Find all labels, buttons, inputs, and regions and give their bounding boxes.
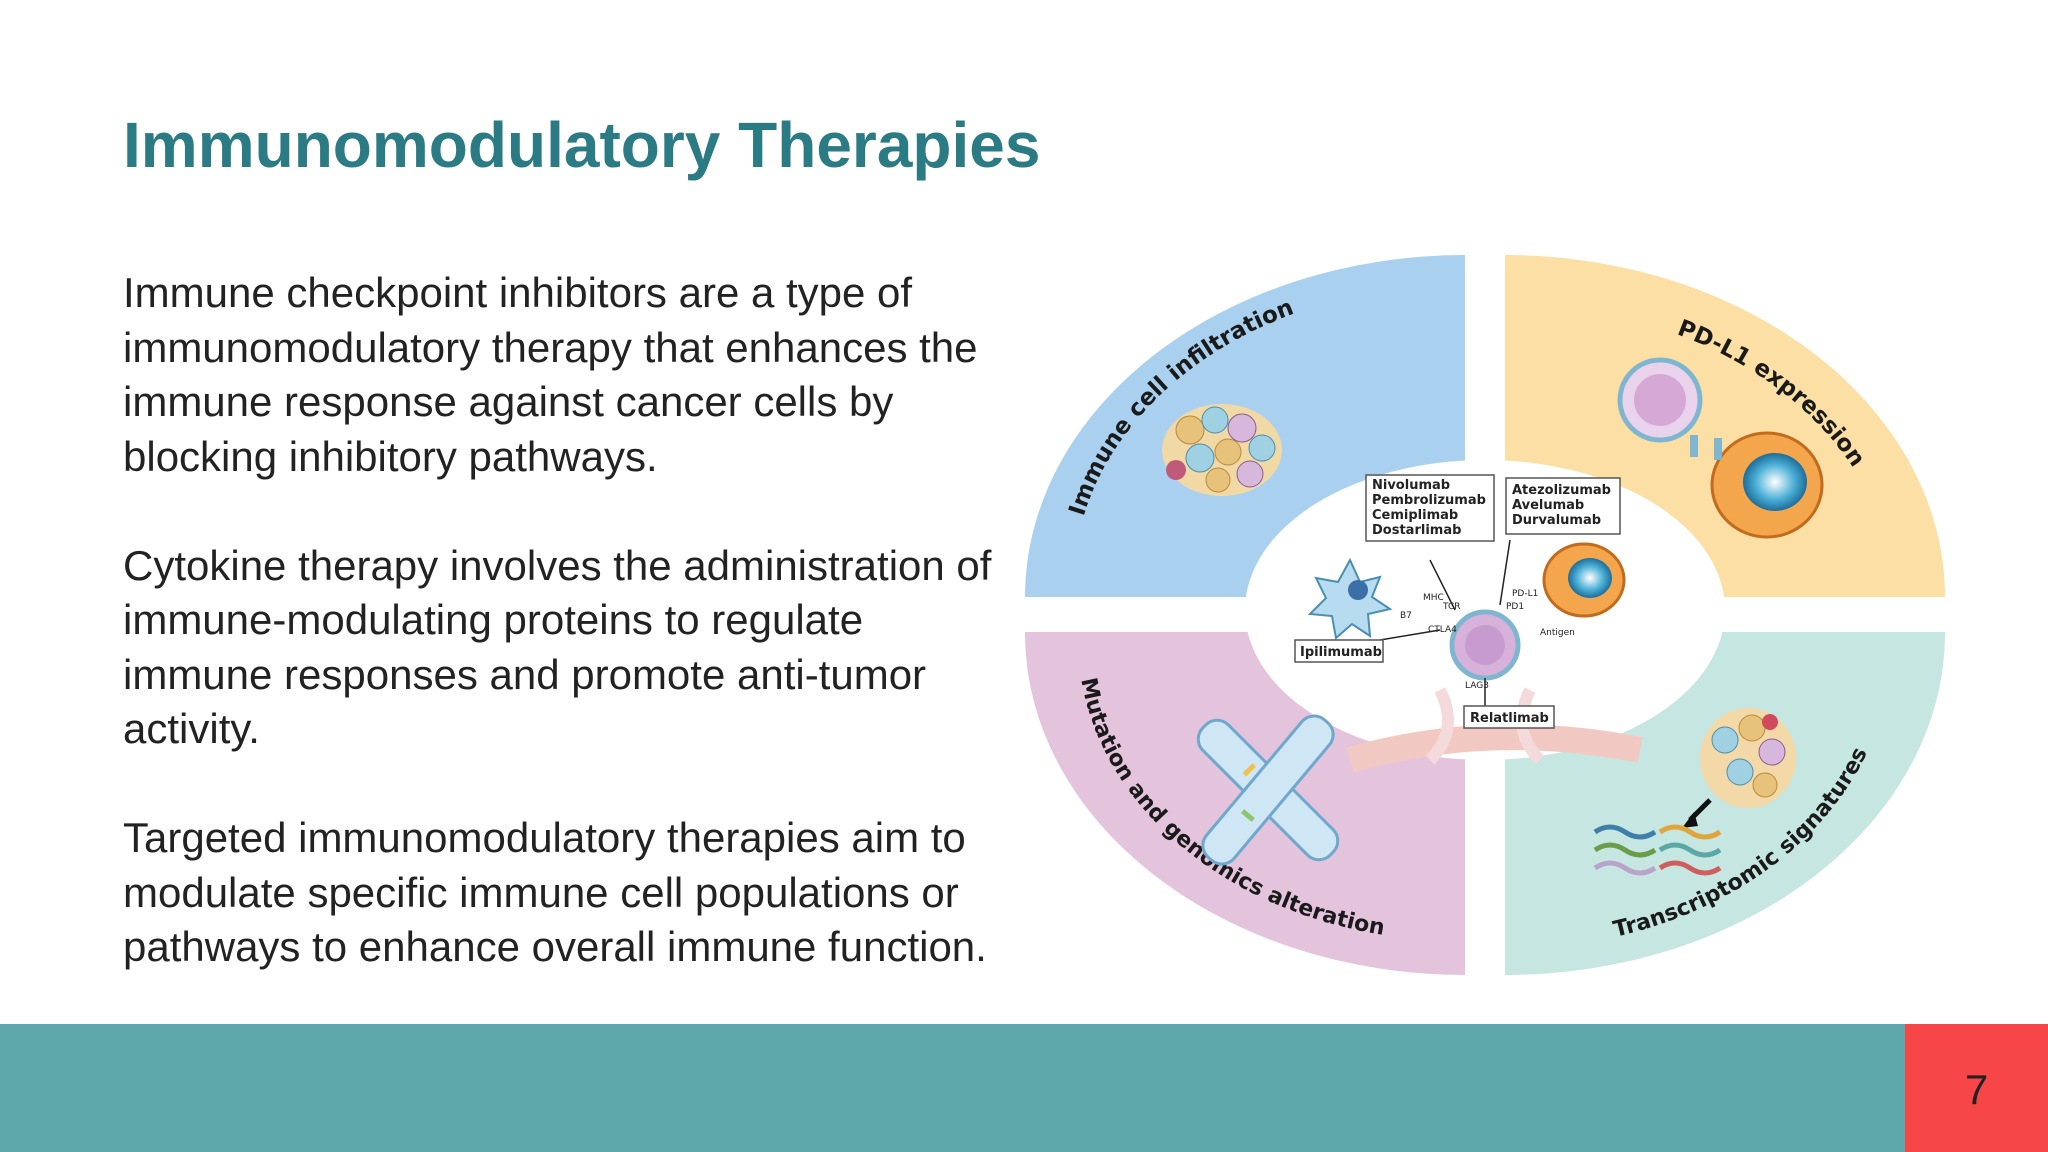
label-mhc: MHC	[1423, 593, 1444, 603]
drug-durvalumab: Durvalumab	[1512, 513, 1601, 528]
drug-box-pd1-inhibitors: Nivolumab Pembrolizumab Cemiplimab Dosta…	[1365, 474, 1495, 542]
drug-ipilimumab: Ipilimumab	[1300, 645, 1382, 660]
paragraph-cytokine-therapy: Cytokine therapy involves the administra…	[123, 541, 992, 753]
footer-bar	[0, 1024, 1905, 1152]
drug-box-relatlimab: Relatlimab	[1463, 705, 1555, 729]
drug-pembrolizumab: Pembrolizumab	[1372, 493, 1486, 508]
drug-box-ipilimumab: Ipilimumab	[1294, 639, 1384, 663]
drug-relatlimab: Relatlimab	[1470, 711, 1549, 726]
drug-atezolizumab: Atezolizumab	[1512, 483, 1611, 498]
label-pdl1: PD-L1	[1512, 589, 1538, 599]
body-text: Immune checkpoint inhibitors are a type …	[123, 266, 1023, 1029]
immune-cell-cluster-icon	[1162, 404, 1282, 496]
drug-nivolumab: Nivolumab	[1372, 478, 1450, 493]
page-number-box: 7	[1905, 1024, 2048, 1152]
immunotherapy-biomarker-diagram: Immune cell infiltration PD-L1 expressio…	[1024, 255, 1946, 976]
paragraph-checkpoint-inhibitors: Immune checkpoint inhibitors are a type …	[123, 269, 978, 480]
drug-box-pd-l1-inhibitors: Atezolizumab Avelumab Durvalumab	[1505, 477, 1621, 535]
page-number: 7	[1964, 1066, 1989, 1113]
label-lag3: LAG3	[1465, 681, 1489, 691]
pd-l1-cells-icon	[1617, 357, 1824, 539]
label-tcr: TCR	[1442, 602, 1461, 612]
label-antigen: Antigen	[1540, 628, 1575, 638]
chromosome-icon	[1196, 714, 1340, 866]
slide-title: Immunomodulatory Therapies	[123, 109, 1041, 181]
label-b7: B7	[1400, 611, 1412, 621]
drug-cemiplimab: Cemiplimab	[1372, 508, 1458, 523]
drug-avelumab: Avelumab	[1512, 498, 1584, 513]
paragraph-targeted-therapies: Targeted immunomodulatory therapies aim …	[123, 814, 987, 970]
transcriptomic-icon	[1593, 708, 1796, 876]
drug-dostarlimab: Dostarlimab	[1372, 523, 1461, 538]
label-ctla4: CTLA4	[1428, 625, 1457, 635]
checkpoint-mechanism-illustration: TCR PD1 PD-L1 B7 CTLA4 LAG3 MHC Antigen	[1307, 539, 1643, 773]
label-pd1: PD1	[1506, 602, 1524, 612]
